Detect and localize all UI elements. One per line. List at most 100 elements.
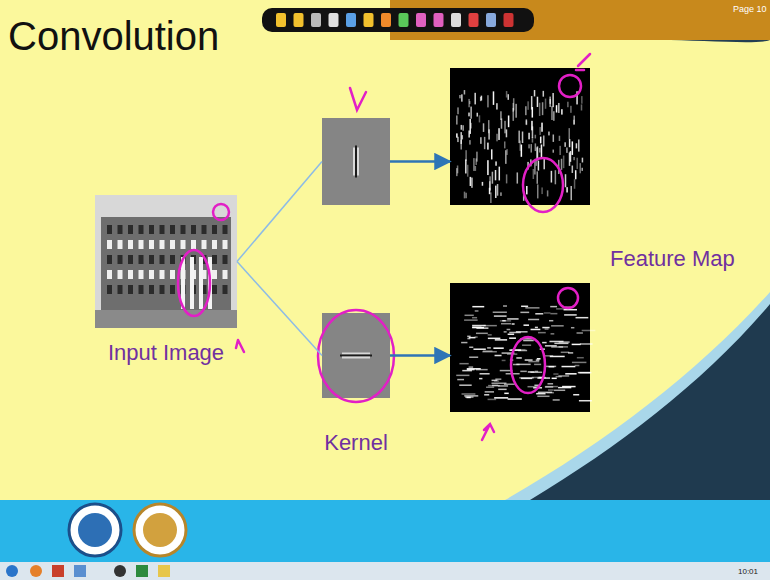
toolbar-icon <box>504 13 514 27</box>
feature-stroke <box>494 315 507 317</box>
feature-stroke <box>520 312 529 314</box>
feature-stroke <box>576 143 578 148</box>
start-icon <box>6 565 18 577</box>
feature-stroke <box>545 355 553 357</box>
photo-window <box>160 285 165 294</box>
feature-stroke <box>582 158 584 163</box>
feature-stroke <box>470 177 472 186</box>
feature-stroke <box>533 169 535 179</box>
feature-stroke <box>498 128 500 140</box>
kernel-bar <box>355 146 357 178</box>
toolbar-icon <box>416 13 426 27</box>
app-icon <box>114 565 126 577</box>
photo-window <box>149 285 154 294</box>
feature-stroke <box>459 363 468 365</box>
photo-window <box>107 225 112 234</box>
kernel-bar <box>342 353 370 355</box>
feature-stroke <box>519 377 534 379</box>
feature-stroke <box>506 91 508 97</box>
feature-stroke <box>495 355 502 357</box>
feature-stroke <box>457 379 464 381</box>
feature-stroke <box>473 158 475 171</box>
feature-stroke <box>523 340 534 342</box>
feature-stroke <box>496 103 498 109</box>
feature-map <box>450 283 590 412</box>
feature-stroke <box>506 174 508 183</box>
toolbar-icon <box>469 13 479 27</box>
feature-stroke <box>502 360 506 362</box>
kernel-bar <box>357 148 359 176</box>
feature-stroke <box>528 361 539 363</box>
feature-stroke <box>516 357 521 359</box>
feature-stroke <box>459 95 461 98</box>
feature-stroke <box>581 96 583 104</box>
feature-stroke <box>543 91 545 97</box>
feature-stroke <box>532 126 534 138</box>
feature-stroke <box>535 135 537 139</box>
feature-stroke <box>495 170 497 180</box>
feature-stroke <box>551 333 555 335</box>
feature-stroke <box>572 344 581 346</box>
feature-stroke <box>579 372 590 374</box>
app-icon <box>74 565 86 577</box>
feature-stroke <box>469 366 474 368</box>
feature-stroke <box>567 102 569 107</box>
feature-stroke <box>467 369 475 371</box>
photo-window <box>223 240 228 249</box>
feature-stroke <box>525 359 533 361</box>
toolbar-icon <box>381 13 391 27</box>
feature-stroke <box>526 121 528 126</box>
input-image: Input Image <box>95 195 237 328</box>
toolbar <box>262 8 534 32</box>
feature-stroke <box>573 394 579 396</box>
feature-stroke <box>548 389 554 391</box>
feature-stroke <box>493 311 507 313</box>
feature-stroke <box>509 337 516 339</box>
feature-stroke <box>558 375 569 377</box>
feature-stroke <box>550 306 557 308</box>
feature-stroke <box>513 103 515 112</box>
corner-shape <box>660 40 770 42</box>
feature-stroke <box>461 94 463 101</box>
photo-window <box>149 240 154 249</box>
photo-window <box>212 270 217 279</box>
feature-stroke <box>534 161 536 175</box>
feature-stroke <box>534 364 541 366</box>
photo-sky <box>95 195 237 328</box>
photo-window <box>212 285 217 294</box>
feature-stroke <box>482 351 496 353</box>
feature-stroke <box>579 400 592 402</box>
feature-stroke <box>575 170 577 179</box>
photo-window <box>212 240 217 249</box>
feature-stroke <box>570 106 572 113</box>
photo-window <box>128 240 133 249</box>
feature-stroke <box>535 327 538 329</box>
feature-stroke <box>552 93 554 107</box>
kernel-ground <box>322 118 390 205</box>
feature-stroke <box>532 107 534 118</box>
feature-stroke <box>581 104 583 110</box>
toolbar-icons <box>276 13 514 27</box>
feature-stroke <box>471 178 473 188</box>
feature-stroke <box>559 346 568 348</box>
feature-stroke <box>494 380 499 382</box>
feature-stroke <box>555 170 557 184</box>
feature-stroke <box>469 356 478 358</box>
photo-column <box>190 257 194 309</box>
feature-stroke <box>464 192 466 199</box>
feature-stroke <box>493 347 503 349</box>
toolbar-icon <box>294 13 304 27</box>
feature-stroke <box>564 142 566 147</box>
feature-stroke <box>528 319 539 321</box>
feature-stroke <box>566 147 568 152</box>
clock: 10:01 <box>738 567 758 576</box>
feature-stroke <box>475 336 478 338</box>
feature-stroke <box>504 331 507 333</box>
feature-stroke <box>520 371 526 373</box>
feature-stroke <box>568 128 570 139</box>
feature-stroke <box>480 137 482 144</box>
flow-arrow <box>390 160 450 163</box>
feature-stroke <box>538 332 546 334</box>
photo-window <box>181 240 186 249</box>
